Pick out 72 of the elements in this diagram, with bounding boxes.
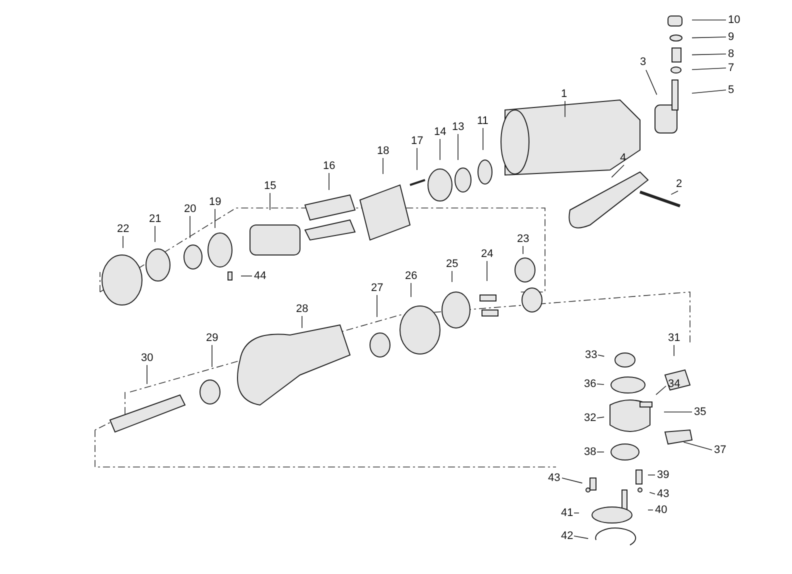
leader-line: [692, 68, 726, 70]
callout-number: 16: [323, 160, 336, 172]
callout-number: 41: [561, 507, 574, 519]
leader-line: [376, 294, 378, 318]
callout-number: 28: [296, 303, 308, 315]
leader-line: [214, 208, 216, 228]
callout-number: 15: [264, 180, 276, 192]
leader-line: [154, 226, 156, 242]
callout-number: 43: [548, 472, 560, 484]
callout-number: 39: [657, 469, 670, 481]
callout-number: 29: [206, 332, 218, 344]
leader-line: [596, 416, 604, 418]
leader-line: [646, 70, 658, 96]
callout-number: 36: [584, 378, 596, 390]
leader-line: [692, 90, 726, 94]
callout-number: 4: [620, 152, 626, 164]
callout-number: 17: [411, 135, 424, 147]
callout-number: 25: [446, 258, 458, 270]
callout-number: 19: [209, 196, 222, 208]
callout-number: 11: [477, 115, 488, 127]
callout-number: 9: [728, 31, 734, 43]
leader-line: [648, 474, 656, 476]
leader-line: [564, 100, 566, 118]
callout-number: 30: [141, 352, 154, 364]
leader-line: [382, 158, 384, 174]
callout-number: 33: [585, 349, 598, 361]
leader-line: [574, 536, 589, 539]
leader-line: [611, 164, 624, 178]
leader-line: [692, 36, 726, 38]
callout-number: 27: [371, 282, 384, 294]
callout-number: 7: [728, 62, 734, 74]
callout-number: 26: [405, 270, 418, 282]
callout-number: 40: [655, 504, 668, 516]
leader-line: [683, 442, 712, 450]
callout-number: 37: [714, 444, 726, 456]
callout-number: 10: [728, 14, 740, 26]
leader-line: [596, 384, 604, 385]
leader-line: [482, 128, 484, 150]
callout-number: 13: [452, 121, 464, 133]
leader-line: [670, 190, 678, 195]
callout-number: 24: [481, 248, 494, 260]
callout-number: 8: [728, 48, 734, 60]
callout-number: 5: [728, 84, 734, 96]
callout-number: 18: [377, 145, 390, 157]
callout-number: 20: [184, 203, 196, 215]
callout-number: 35: [694, 406, 706, 418]
leader-line: [598, 354, 605, 357]
callout-number: 38: [584, 446, 596, 458]
callout-number: 42: [561, 530, 574, 542]
callout-number: 22: [117, 223, 130, 235]
leader-line: [574, 512, 580, 514]
leader-line: [656, 386, 666, 396]
leader-line: [416, 148, 418, 170]
leader-line: [562, 478, 583, 484]
leader-line: [122, 236, 124, 248]
callout-number: 32: [584, 412, 596, 424]
leader-line: [146, 364, 148, 384]
callout-number: 31: [668, 332, 680, 344]
callout-number: 2: [676, 178, 682, 190]
callout-number: 21: [149, 213, 162, 225]
callout-number: 23: [517, 233, 530, 245]
leader-line: [649, 492, 656, 494]
leader-line: [328, 172, 330, 190]
callout-number: 44: [254, 270, 266, 282]
callout-number: 3: [640, 56, 646, 68]
leader-line: [410, 282, 412, 298]
leader-line: [522, 246, 524, 254]
callout-number: 43: [657, 488, 670, 500]
callout-number: 14: [434, 126, 446, 138]
leader-line: [486, 260, 488, 282]
callout-number: 1: [561, 88, 568, 100]
leader-line: [692, 54, 726, 56]
